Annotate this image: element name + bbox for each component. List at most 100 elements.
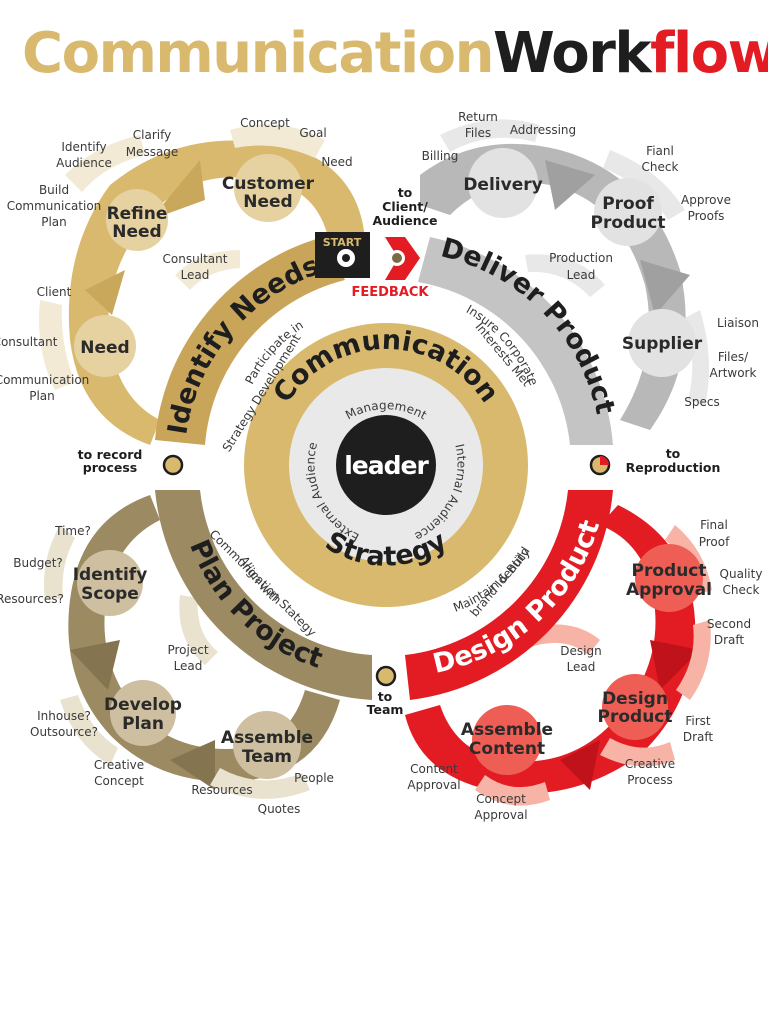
start-label: START bbox=[323, 236, 362, 249]
to-reproduction-line1: to bbox=[666, 446, 681, 461]
label-creative-concept-2: Concept bbox=[94, 774, 144, 788]
olive-arrow-icon bbox=[170, 740, 215, 790]
to-client-line2: Client/ bbox=[382, 199, 428, 214]
feedback-dot-core-icon bbox=[392, 253, 402, 263]
label-quality-check-1: Quality bbox=[720, 567, 763, 581]
design-product-node-line2: Product bbox=[598, 707, 673, 727]
label-build-plan-3: Plan bbox=[41, 215, 67, 229]
gold-petal-lobe bbox=[230, 124, 325, 158]
to-team-line1: to bbox=[378, 689, 393, 704]
label-files-artwork-1: Files/ bbox=[718, 350, 749, 364]
label-design-lead-2: Lead bbox=[567, 660, 596, 674]
label-time: Time? bbox=[54, 524, 91, 538]
label-content-approval-2: Approval bbox=[407, 778, 460, 792]
develop-plan-node-bg bbox=[110, 680, 176, 746]
gold-petal-lobe bbox=[39, 300, 75, 390]
assemble-team-node-bg bbox=[233, 711, 301, 779]
label-concept: Concept bbox=[240, 116, 290, 130]
need-node-bg bbox=[74, 315, 136, 377]
delivery-node-label: Delivery bbox=[463, 175, 542, 195]
page-title: CommunicationWorkflow bbox=[22, 22, 768, 86]
red-petal-lobe bbox=[475, 775, 550, 806]
label-build-plan-1: Build bbox=[39, 183, 69, 197]
label-resources-q: Resources? bbox=[0, 592, 64, 606]
to-record-line2: process bbox=[83, 460, 137, 475]
customer-need-node-bg bbox=[234, 154, 302, 222]
label-resources: Resources bbox=[191, 783, 252, 797]
label-project-lead-1: Project bbox=[167, 643, 208, 657]
grey-petal-lobe bbox=[525, 254, 605, 297]
to-client-line1: to bbox=[398, 185, 413, 200]
label-consultant-lead-1: Consultant bbox=[163, 252, 228, 266]
red-arrow-icon bbox=[650, 640, 700, 690]
olive-arrow-icon bbox=[70, 640, 120, 690]
label-second-draft-2: Draft bbox=[714, 633, 745, 647]
proof-product-node-bg bbox=[594, 178, 662, 246]
label-identify-audience-2: Audience bbox=[56, 156, 112, 170]
label-identify-audience-1: Identify bbox=[61, 140, 106, 154]
label-consultant-lead-2: Lead bbox=[181, 268, 210, 282]
label-production-lead-1: Production bbox=[549, 251, 613, 265]
grey-arrow-icon bbox=[640, 260, 690, 315]
label-consultant: Consultant bbox=[0, 335, 58, 349]
customer-need-line2: Need bbox=[243, 192, 292, 212]
label-return-files-1: Return bbox=[458, 110, 498, 124]
olive-petal-lobe bbox=[179, 595, 218, 665]
customer-need-line1: Customer bbox=[222, 174, 315, 194]
label-production-lead-2: Lead bbox=[567, 268, 596, 282]
label-quotes: Quotes bbox=[258, 802, 301, 816]
label-approve-proofs-2: Proofs bbox=[688, 209, 725, 223]
refine-need-line1: Refine bbox=[107, 204, 168, 224]
assemble-content-node-bg bbox=[472, 705, 542, 775]
label-addressing: Addressing bbox=[510, 123, 576, 137]
refine-need-line2: Need bbox=[112, 222, 161, 242]
label-build-plan-2: Communication bbox=[7, 199, 102, 213]
label-clarify-1: Clarify bbox=[133, 128, 171, 142]
product-approval-node-bg bbox=[635, 544, 703, 612]
label-content-approval-1: Content bbox=[410, 762, 458, 776]
assemble-content-line2: Content bbox=[469, 739, 545, 759]
develop-plan-line2: Plan bbox=[122, 714, 164, 734]
label-need: Need bbox=[321, 155, 352, 169]
design-product-node-line1: Design bbox=[602, 689, 668, 709]
label-first-draft-1: First bbox=[685, 714, 711, 728]
label-liaison: Liaison bbox=[717, 316, 759, 330]
label-comm-plan-2: Plan bbox=[29, 389, 55, 403]
to-team-line2: Team bbox=[367, 702, 404, 717]
gold-petal-lobe bbox=[65, 135, 145, 192]
identify-scope-node-bg bbox=[77, 550, 143, 616]
label-people: People bbox=[294, 771, 334, 785]
leader-logo: leader bbox=[344, 451, 429, 480]
label-project-lead-2: Lead bbox=[174, 659, 203, 673]
assemble-team-line1: Assemble bbox=[221, 728, 313, 748]
node-circles bbox=[74, 148, 703, 779]
label-concept-approval-2: Approval bbox=[474, 808, 527, 822]
label-files-artwork-2: Artwork bbox=[710, 366, 757, 380]
label-approve-proofs-1: Approve bbox=[681, 193, 731, 207]
need-node-label: Need bbox=[80, 338, 129, 358]
design-product-band bbox=[405, 490, 613, 700]
identify-scope-line1: Identify bbox=[73, 565, 148, 585]
supplier-node-bg bbox=[628, 309, 696, 377]
gold-arrow-icon bbox=[85, 270, 125, 315]
olive-satellite-ring bbox=[44, 495, 340, 799]
red-petal-lobe bbox=[676, 620, 711, 700]
refine-need-node-bg bbox=[106, 189, 168, 251]
grey-petal-lobe bbox=[440, 119, 540, 152]
label-fianl-check-2: Check bbox=[642, 160, 679, 174]
label-inhouse-2: Outsource? bbox=[30, 725, 98, 739]
label-design-lead-1: Design bbox=[560, 644, 601, 658]
label-creative-process-2: Process bbox=[627, 773, 673, 787]
label-comm-plan-1: Communication bbox=[0, 373, 89, 387]
label-creative-process-1: Creative bbox=[625, 757, 675, 771]
supplier-node-label: Supplier bbox=[622, 334, 703, 354]
olive-petal-lobe bbox=[210, 768, 310, 799]
proof-product-line1: Proof bbox=[602, 194, 654, 214]
label-concept-approval-1: Concept bbox=[476, 792, 526, 806]
label-final-proof-2: Proof bbox=[699, 535, 730, 549]
assemble-team-line2: Team bbox=[242, 747, 292, 767]
title-part-work: Work bbox=[493, 21, 652, 86]
label-inhouse-1: Inhouse? bbox=[37, 709, 91, 723]
record-connector-icon bbox=[162, 454, 184, 476]
